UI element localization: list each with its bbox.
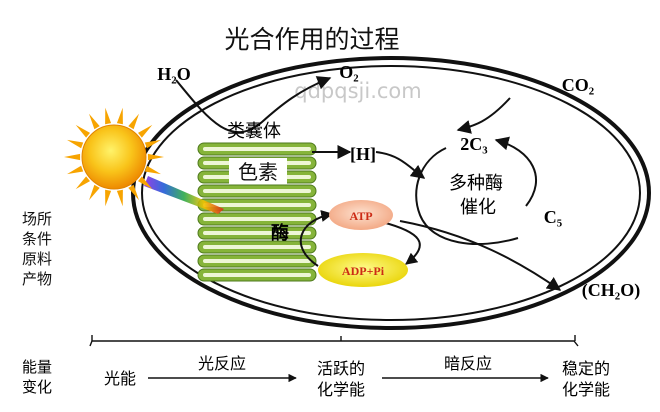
arrow-co2-to-c3 (456, 97, 511, 134)
energy-row: 能量 变化 光能 光反应 活跃的 化学能 暗反应 稳定的 化学能 (22, 335, 610, 399)
thylakoid-lumen (203, 259, 311, 263)
sun-ray (144, 139, 161, 149)
calvin-cycle-arc-right (494, 136, 537, 207)
co2-label: CO₂ (562, 75, 594, 95)
energy-label-1: 能量 (22, 358, 52, 376)
thylakoid-lumen (203, 245, 311, 249)
sun-icon (64, 107, 164, 207)
diagram-title: 光合作用的过程 (224, 25, 399, 54)
oxygen-label: O₂ (339, 62, 358, 82)
sun-ray (75, 124, 90, 138)
pigment-label: 色素 (238, 160, 278, 184)
water-label: H₂O (157, 64, 190, 84)
thylakoid-lumen (203, 217, 311, 221)
arrow-h-to-cycle (375, 151, 426, 179)
legend-site-condition: 场所 (22, 210, 52, 228)
legend-material: 条件 (22, 230, 52, 248)
sun-ray (67, 139, 84, 149)
active-energy-label-2: 化学能 (317, 380, 365, 399)
arrow-to-glucose (399, 220, 562, 291)
adp-oval (318, 253, 408, 287)
sun-ray (147, 153, 164, 161)
thylakoid-lumen (203, 189, 311, 193)
c5-label: C₅ (544, 207, 562, 227)
left-legend: 场所 条件 原料 产物 (22, 210, 52, 288)
atp-label: ATP (349, 209, 372, 223)
energy-bracket-top (89, 340, 579, 347)
adp-label: ADP+Pi (342, 264, 385, 278)
sun-ray (105, 189, 112, 207)
sun-ray (144, 165, 161, 175)
sun-ray (138, 176, 153, 190)
thylakoid-lumen (203, 273, 311, 277)
sun-ray (128, 184, 139, 201)
stable-energy-label-1: 稳定的 (562, 359, 610, 378)
thylakoid-label: 类囊体 (227, 121, 281, 142)
sun-ray (116, 107, 123, 125)
legend-product: 原料 (22, 250, 52, 268)
sun-ray (64, 153, 81, 161)
light-energy-label: 光能 (104, 369, 136, 388)
legend-product-2: 产物 (22, 270, 52, 288)
arrow-adp-to-atp (299, 210, 334, 267)
light-beam (144, 176, 224, 214)
watermark: qdpqsji.com (294, 79, 421, 103)
sun-ray (67, 165, 84, 175)
thylakoid-lumen (203, 147, 311, 151)
sun-ray (105, 107, 112, 125)
calvin-cycle-arc-left (415, 147, 519, 245)
atp-oval (329, 200, 393, 230)
sun-ray (128, 113, 139, 130)
h-label: [H] (350, 144, 376, 164)
thylakoid-lumen (203, 231, 311, 235)
pigment-box (229, 158, 287, 184)
sun-ray (89, 113, 100, 130)
glucose-label: (CH₂O) (582, 280, 640, 301)
energy-label-2: 变化 (22, 378, 52, 396)
dark-reaction-label: 暗反应 (444, 354, 492, 373)
light-reaction-label: 光反应 (198, 354, 246, 373)
active-energy-label-1: 活跃的 (317, 359, 365, 378)
sun-ray (89, 184, 100, 201)
enzyme-label: 酶 (271, 222, 289, 244)
c3-label: 2C₃ (460, 134, 488, 154)
stable-energy-label-2: 化学能 (562, 380, 610, 399)
enzymes-label: 多种酶 (449, 173, 503, 194)
arrow-atp-to-adp (381, 221, 421, 265)
arrow-water-to-oxygen (175, 76, 332, 134)
sun-ray (138, 124, 153, 138)
catalysis-label: 催化 (460, 197, 496, 218)
sun-ray (116, 189, 123, 207)
thylakoid-lumen (203, 203, 311, 207)
sun-ray (75, 176, 90, 190)
